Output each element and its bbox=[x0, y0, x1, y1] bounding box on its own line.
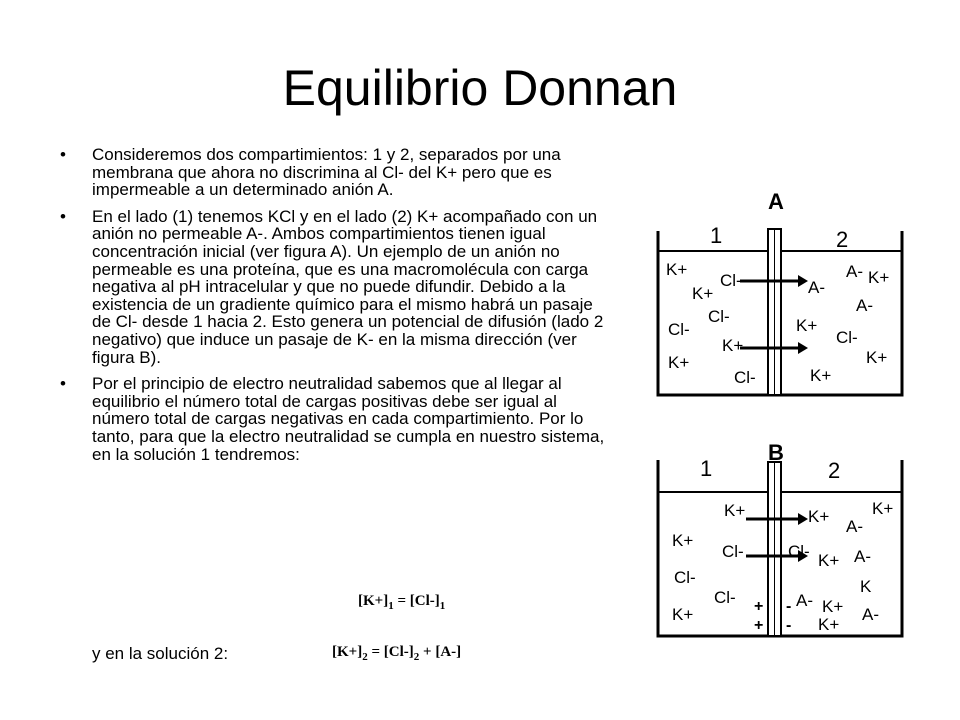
bullet-text: Consideremos dos compartimientos: 1 y 2,… bbox=[92, 145, 561, 200]
ion-label: Cl- bbox=[674, 568, 696, 587]
bullet-item: • Por el principio de electro neutralida… bbox=[60, 375, 616, 463]
ion-label: A- bbox=[856, 296, 873, 315]
ion-label: K+ bbox=[722, 336, 743, 355]
ion-label: Cl- bbox=[708, 307, 730, 326]
charge-sign: + bbox=[754, 598, 763, 615]
bullet-item: • Consideremos dos compartimientos: 1 y … bbox=[60, 146, 616, 199]
ion-label: K+ bbox=[672, 605, 693, 624]
ion-label: K+ bbox=[818, 615, 839, 634]
eq-subscript: 2 bbox=[413, 651, 420, 663]
ion-label: K+ bbox=[810, 366, 831, 385]
bullet-marker: • bbox=[60, 206, 66, 226]
ion-label: A- bbox=[846, 517, 863, 536]
bullet-text: Por el principio de electro neutralidad … bbox=[92, 374, 605, 464]
ion-label: K bbox=[860, 577, 872, 596]
arrow-head bbox=[798, 275, 808, 287]
eq-subscript: 1 bbox=[439, 600, 446, 612]
ion-label: K+ bbox=[666, 260, 687, 279]
ion-label: Cl- bbox=[836, 328, 858, 347]
ion-label: A- bbox=[854, 547, 871, 566]
figure-label: B bbox=[768, 440, 784, 465]
ion-label: A- bbox=[796, 591, 813, 610]
eq-ion: Cl- bbox=[388, 644, 409, 660]
bullet-marker: • bbox=[60, 145, 66, 164]
charge-sign: + bbox=[754, 617, 763, 634]
bullet-list: • Consideremos dos compartimientos: 1 y … bbox=[60, 146, 616, 472]
eq-subscript: 2 bbox=[362, 651, 368, 663]
charge-sign: - bbox=[786, 598, 791, 615]
ion-label: Cl- bbox=[668, 320, 690, 339]
figure-label: A bbox=[768, 189, 784, 214]
ion-label: Cl- bbox=[720, 271, 742, 290]
bullet-marker: • bbox=[60, 374, 66, 394]
ion-label: K+ bbox=[692, 284, 713, 303]
ion-label: K+ bbox=[818, 551, 839, 570]
donnan-figure-a: A 1 2 K+ Cl- A- K+ K+ Cl- A- Cl- Cl- K+ … bbox=[656, 189, 904, 397]
ion-label: K+ bbox=[796, 316, 817, 335]
ion-label: K+ bbox=[808, 507, 829, 526]
eq-ion: K+ bbox=[363, 593, 384, 609]
donnan-figure-b: B 1 2 K+ K+ A- K+ K+ Cl- Cl- K+ A- Cl- K… bbox=[656, 440, 904, 638]
slide-title: Equilibrio Donnan bbox=[282, 60, 678, 116]
ion-label: A- bbox=[846, 262, 863, 281]
side-2-label: 2 bbox=[836, 227, 848, 252]
side-1-label: 1 bbox=[710, 223, 722, 248]
ion-label: K+ bbox=[668, 353, 689, 372]
side-1-label: 1 bbox=[700, 456, 712, 481]
ion-label: Cl- bbox=[788, 542, 810, 561]
eq-ion: A- bbox=[440, 644, 457, 660]
ion-label: Cl- bbox=[714, 588, 736, 607]
ion-label: K+ bbox=[724, 501, 745, 520]
ion-label: K+ bbox=[868, 268, 889, 287]
ion-label: Cl- bbox=[734, 368, 756, 387]
bullet-item: • En el lado (1) tenemos KCl y en el lad… bbox=[60, 206, 616, 367]
arrow-head bbox=[798, 550, 808, 562]
charge-sign: - bbox=[786, 617, 791, 634]
solution-2-label: y en la solución 2: bbox=[92, 644, 229, 663]
ion-label: A- bbox=[862, 605, 879, 624]
ion-label: K+ bbox=[822, 597, 843, 616]
ion-label: K+ bbox=[866, 348, 887, 367]
arrow-head bbox=[798, 342, 808, 354]
bullet-text: En el lado (1) tenemos KCl y en el lado … bbox=[92, 206, 604, 367]
ion-label: K+ bbox=[672, 531, 693, 550]
arrow-head bbox=[798, 513, 808, 525]
ion-label: K+ bbox=[872, 499, 893, 518]
eq-ion: Cl- bbox=[414, 593, 435, 609]
eq-subscript: 1 bbox=[388, 600, 394, 612]
ion-label: A- bbox=[808, 278, 825, 297]
side-2-label: 2 bbox=[828, 458, 840, 483]
equation-solution-2: [K+]2 = [Cl-]2 + [A-] bbox=[332, 644, 462, 663]
ion-label: Cl- bbox=[722, 542, 744, 561]
equation-solution-1: [K+]1 = [Cl-]1 bbox=[358, 593, 446, 612]
eq-ion: K+ bbox=[337, 644, 358, 660]
